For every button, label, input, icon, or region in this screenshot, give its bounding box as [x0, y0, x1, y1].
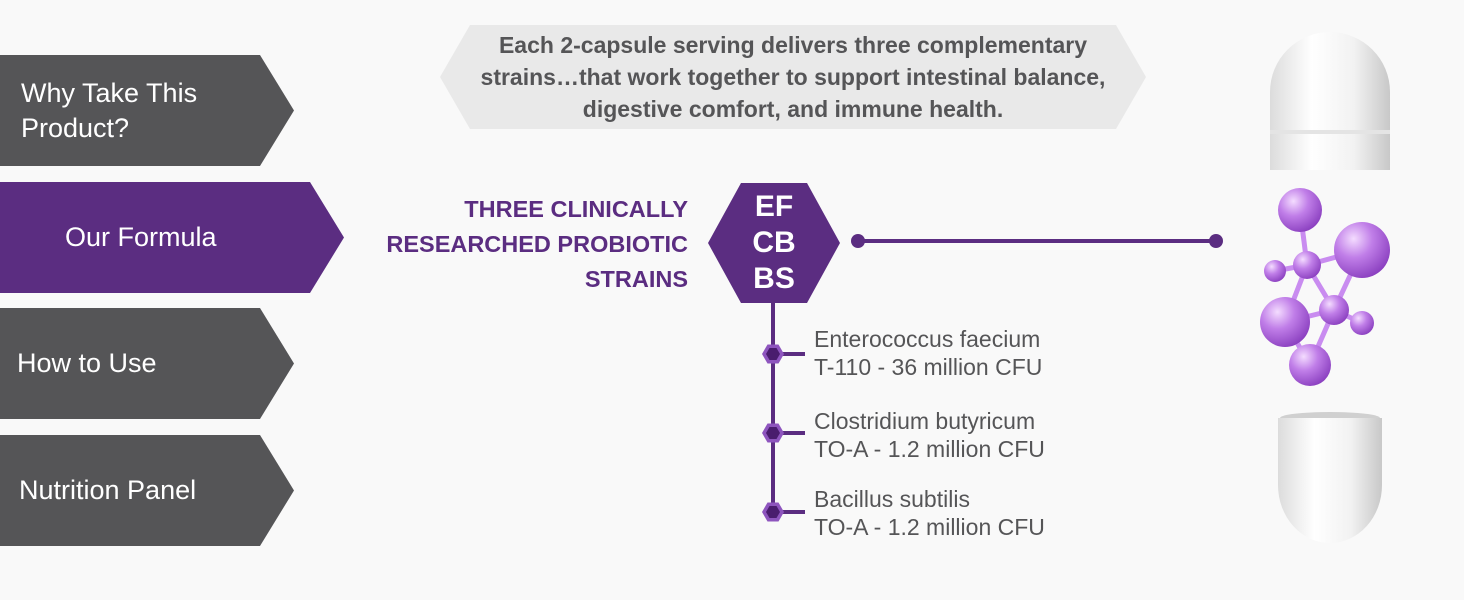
strain-name: Clostridium butyricum — [814, 408, 1036, 434]
strain-code: CB — [752, 226, 796, 259]
nav-item-label: Our Formula — [65, 222, 217, 252]
hexagon-node-icon — [762, 502, 784, 522]
formula-headline: THREE CLINICALLY RESEARCHED PROBIOTIC ST… — [386, 196, 688, 292]
strain-item: Bacillus subtilis TO-A - 1.2 million CFU — [814, 485, 1045, 541]
nav-item-our-formula[interactable]: Our Formula — [0, 182, 344, 293]
strain-timeline — [762, 300, 805, 522]
strain-detail: T-110 - 36 million CFU — [814, 354, 1043, 380]
strain-code-hexagon: EF CB BS — [708, 183, 840, 303]
strain-detail: TO-A - 1.2 million CFU — [814, 514, 1045, 540]
strain-detail: TO-A - 1.2 million CFU — [814, 436, 1045, 462]
nav-item-nutrition-panel[interactable]: Nutrition Panel — [0, 435, 294, 546]
nav-item-label: Why Take This Product? — [21, 77, 198, 143]
nav-item-label: Nutrition Panel — [19, 475, 197, 505]
hexagon-node-icon — [762, 344, 784, 364]
strain-item: Enterococcus faecium T-110 - 36 million … — [814, 325, 1042, 381]
connector-end-dot — [1209, 234, 1223, 248]
molecule-icon — [1260, 188, 1390, 386]
strain-name: Bacillus subtilis — [814, 486, 970, 512]
strain-item: Clostridium butyricum TO-A - 1.2 million… — [814, 407, 1045, 463]
open-capsule-icon — [1260, 32, 1390, 543]
hexagon-node-icon — [762, 423, 784, 443]
strain-name: Enterococcus faecium — [814, 326, 1041, 352]
nav-item-how-to-use[interactable]: How to Use — [0, 308, 294, 419]
intro-text: Each 2-capsule serving delivers three co… — [480, 32, 1106, 122]
strain-code: BS — [753, 262, 795, 295]
connector-line — [851, 234, 1223, 248]
strain-code: EF — [754, 190, 794, 223]
intro-banner: Each 2-capsule serving delivers three co… — [440, 25, 1146, 129]
connector-start-dot — [851, 234, 865, 248]
nav-item-why-take-this-product[interactable]: Why Take This Product? — [0, 55, 294, 166]
nav-item-label: How to Use — [17, 348, 157, 378]
